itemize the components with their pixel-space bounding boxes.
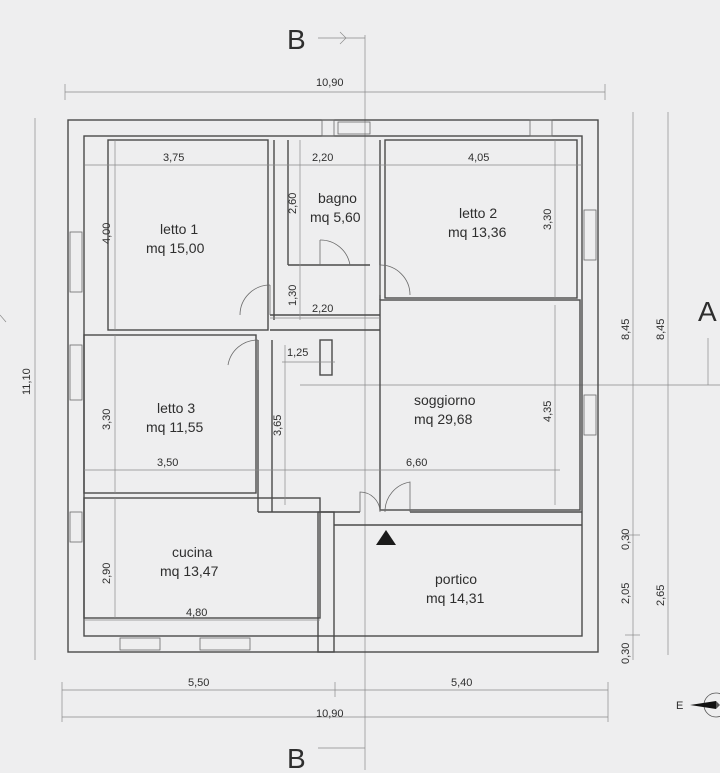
dim-hall-height: 3,65	[272, 415, 284, 436]
dim-portico-bottom: 0,30	[620, 643, 632, 664]
room-area-cucina: mq 13,47	[160, 563, 219, 579]
room-name-letto2: letto 2	[459, 205, 497, 221]
doors	[227, 239, 411, 513]
dim-letto1-height: 4,00	[101, 223, 113, 244]
dim-letto3-width: 3,50	[157, 457, 178, 469]
section-line-b	[318, 31, 366, 770]
walls	[67, 119, 599, 653]
dim-letto2-height: 3,30	[542, 209, 554, 230]
room-area-portico: mq 14,31	[426, 590, 485, 606]
entrance-arrow-icon	[376, 530, 396, 545]
interior-dimension-lines	[84, 140, 582, 621]
dim-bottom-left: 5,50	[188, 677, 209, 689]
section-label-b-bottom: B	[287, 743, 306, 773]
section-line-a	[300, 338, 720, 386]
dim-bagno-height: 2,60	[287, 193, 299, 214]
dim-overall-bottom: 10,90	[316, 708, 344, 720]
dim-portico-mid: 2,05	[620, 583, 632, 604]
room-area-soggiorno: mq 29,68	[414, 411, 473, 427]
room-area-letto3: mq 11,55	[146, 419, 204, 435]
dim-letto1-width: 3,75	[163, 152, 184, 164]
dim-right-outer-1: 8,45	[620, 319, 632, 340]
dim-letto3-height: 3,30	[101, 409, 113, 430]
dim-right-outer-2: 8,45	[655, 319, 667, 340]
dim-cucina-width: 4,80	[186, 607, 207, 619]
dim-hall-width: 1,25	[287, 347, 308, 359]
compass-rose-icon	[690, 692, 720, 718]
room-area-letto1: mq 15,00	[146, 240, 205, 256]
room-name-letto3: letto 3	[157, 400, 195, 416]
dim-soggiorno-height: 4,35	[542, 401, 554, 422]
section-label-b-top: B	[287, 24, 306, 55]
room-name-soggiorno: soggiorno	[414, 392, 476, 408]
room-name-cucina: cucina	[172, 544, 213, 560]
overall-dimensions	[34, 84, 669, 722]
dim-bagno-width: 2,20	[312, 152, 333, 164]
dim-portico-top: 0,30	[620, 529, 632, 550]
room-area-bagno: mq 5,60	[310, 209, 361, 225]
dim-letto2-width: 4,05	[468, 152, 489, 164]
dim-soggiorno-width: 6,60	[406, 457, 427, 469]
section-label-a-right: A	[698, 296, 717, 327]
dim-corridor-width: 2,20	[312, 303, 333, 315]
dim-bottom-right: 5,40	[451, 677, 472, 689]
dim-left-total: 11,10	[21, 368, 33, 395]
room-name-portico: portico	[435, 571, 477, 587]
room-name-letto1: letto 1	[160, 221, 198, 237]
dim-right-lower: 2,65	[655, 585, 667, 606]
dim-corridor-height: 1,30	[287, 285, 299, 306]
room-name-bagno: bagno	[318, 190, 357, 206]
compass-letter: E	[676, 700, 683, 712]
dim-overall-top: 10,90	[316, 77, 344, 89]
dim-cucina-height: 2,90	[101, 563, 113, 584]
room-area-letto2: mq 13,36	[448, 224, 507, 240]
section-a-left-mark	[0, 314, 7, 323]
